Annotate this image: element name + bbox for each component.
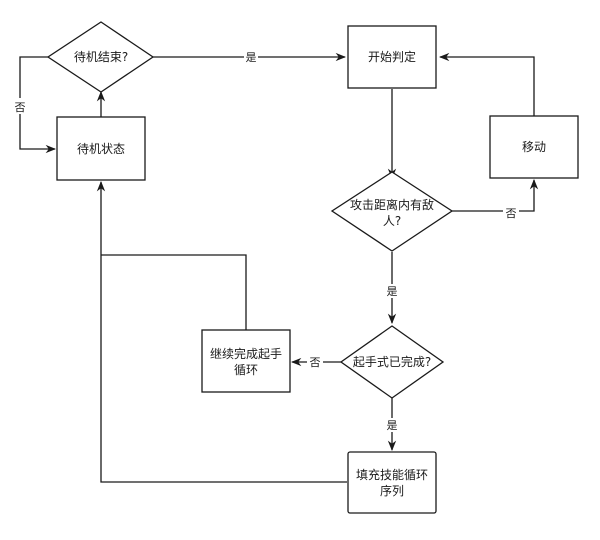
process-continue-windup-label-line2: 循环: [234, 363, 258, 377]
edge-label-yes-idle-to-judge: 是: [246, 51, 257, 64]
edge-label-yes-windup-to-fill: 是: [387, 419, 398, 432]
decision-idle-end-label: 待机结束?: [74, 50, 128, 64]
decision-enemy-in-range: 攻击距离内有敌 人?: [330, 171, 454, 252]
process-fill-skill-sequence-label-line2: 序列: [380, 483, 404, 498]
process-continue-windup: 继续完成起手 循环: [201, 329, 291, 393]
edge-label-no-enemy-to-move: 否: [506, 207, 517, 220]
edge-enemy-check-to-move: [452, 178, 539, 212]
edge-move-to-start-judge: [438, 52, 535, 116]
edge-label-no-windup-to-continue: 否: [310, 356, 321, 369]
edge-label-no-idle-loop: 否: [15, 101, 26, 114]
process-idle-state-label: 待机状态: [77, 142, 125, 156]
process-move: 移动: [489, 115, 579, 179]
decision-idle-end: 待机结束?: [46, 21, 155, 93]
edge-continue-windup-to-idle-state: [101, 254, 247, 330]
process-start-judge: 开始判定: [347, 25, 437, 89]
decision-windup-done-label: 起手式已完成?: [353, 354, 431, 369]
edge-fill-skill-to-idle-state: [96, 180, 347, 483]
process-continue-windup-label-line1: 继续完成起手: [210, 346, 282, 361]
process-start-judge-label: 开始判定: [368, 49, 416, 64]
process-fill-skill-sequence: 填充技能循环 序列: [347, 451, 437, 514]
edge-label-yes-enemy-to-windup: 是: [387, 285, 398, 298]
process-idle-state: 待机状态: [56, 116, 146, 181]
process-move-label: 移动: [522, 140, 546, 154]
decision-enemy-in-range-label-line1: 攻击距离内有敌: [350, 197, 434, 212]
decision-windup-done: 起手式已完成?: [339, 325, 445, 399]
process-fill-skill-sequence-label-line1: 填充技能循环: [356, 467, 428, 482]
decision-enemy-in-range-label-line2: 人?: [383, 214, 401, 228]
